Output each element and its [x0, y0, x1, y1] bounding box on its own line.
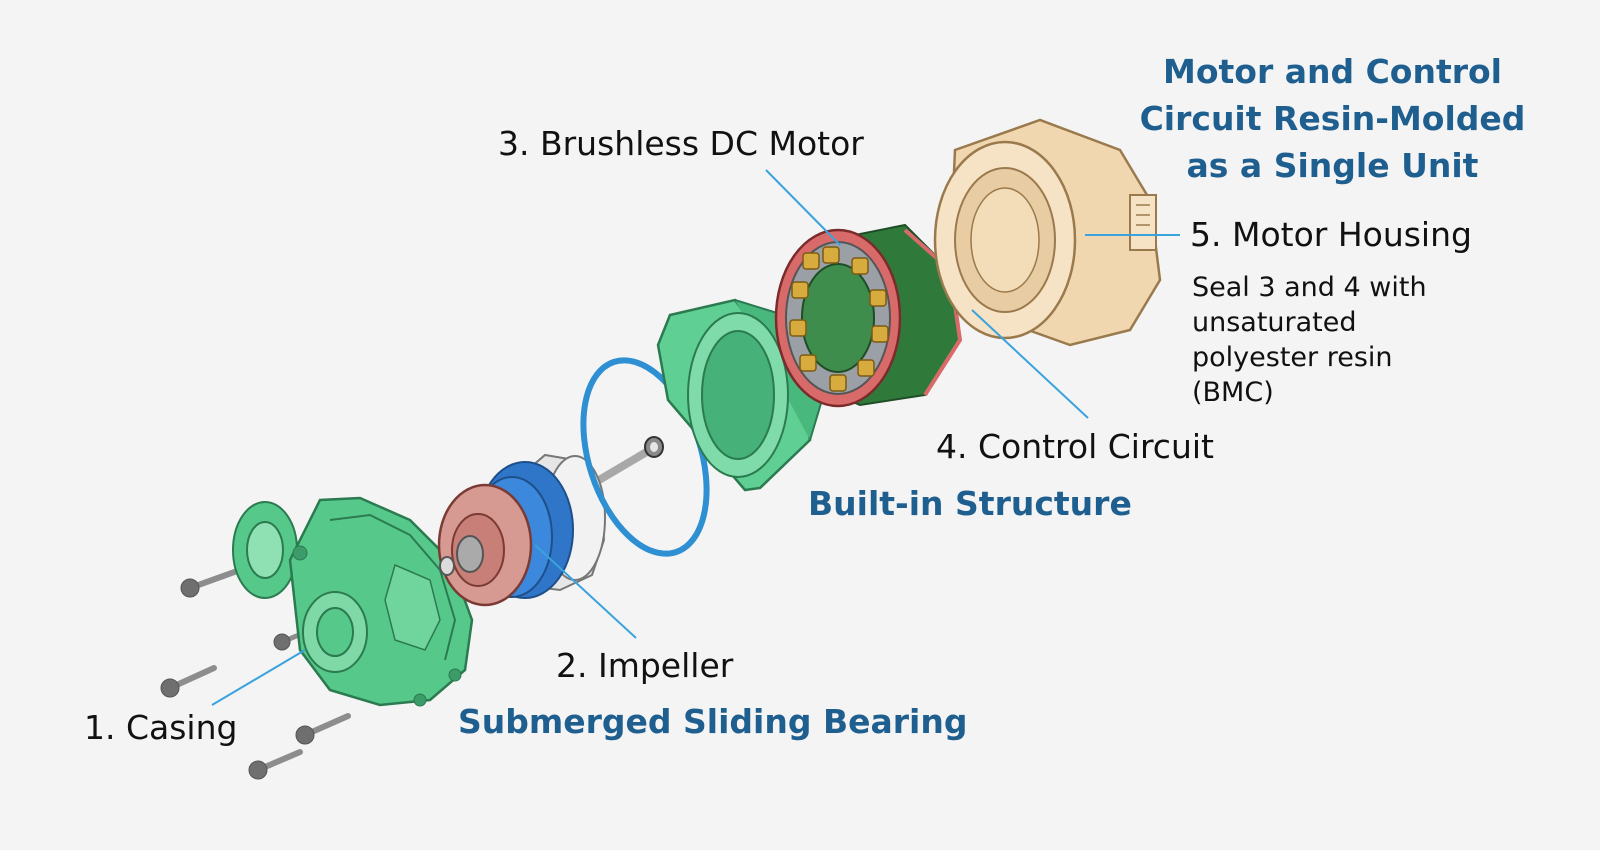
- screw: [160, 665, 217, 698]
- label-casing: 1. Casing: [84, 708, 238, 747]
- leader-lines: [211, 169, 1180, 706]
- label-housing: 5. Motor Housing: [1190, 215, 1472, 254]
- leader-motor: [765, 169, 841, 246]
- note-line: (BMC): [1192, 377, 1274, 408]
- highlight-bearing: Submerged Sliding Bearing: [458, 702, 968, 741]
- diagram-title: Motor and Control Circuit Resin-Molded a…: [1125, 48, 1540, 189]
- title-line: as a Single Unit: [1186, 146, 1479, 185]
- screw: [248, 749, 303, 780]
- casing-part: [232, 496, 474, 707]
- label-control: 4. Control Circuit: [936, 427, 1214, 466]
- leader-casing: [211, 649, 306, 706]
- note-line: polyester resin: [1192, 342, 1393, 373]
- flange-part: [656, 298, 830, 492]
- note-line: unsaturated: [1192, 307, 1357, 338]
- label-motor: 3. Brushless DC Motor: [498, 124, 864, 163]
- note-line: Seal 3 and 4 with: [1192, 272, 1427, 303]
- title-line: Motor and Control: [1162, 52, 1502, 91]
- leader-impeller: [534, 544, 637, 639]
- label-impeller: 2. Impeller: [556, 646, 734, 685]
- stator-part: [774, 223, 988, 408]
- screw: [295, 713, 351, 745]
- motor-housing-part: [933, 118, 1162, 347]
- title-line: Circuit Resin-Molded: [1139, 99, 1526, 138]
- highlight-built-in: Built-in Structure: [808, 484, 1132, 523]
- resin-note: Seal 3 and 4 with unsaturated polyester …: [1192, 270, 1427, 410]
- leader-control: [971, 309, 1089, 419]
- impeller-part: [437, 436, 664, 607]
